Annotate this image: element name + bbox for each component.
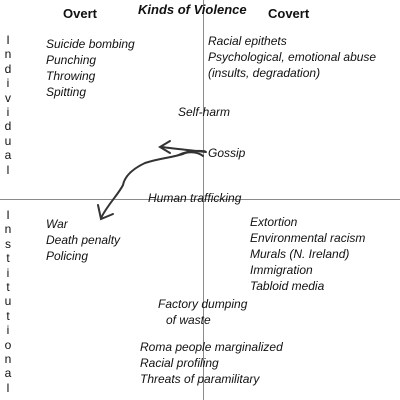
- diagram-title: Kinds of Violence: [138, 2, 247, 17]
- human-trafficking-label: Human trafficking: [148, 191, 242, 205]
- covert-individual-list: Racial epithets Psychological, emotional…: [208, 33, 376, 81]
- row-label-institutional: I n s t i t u t i o n a l: [4, 208, 12, 395]
- list-item: Factory dumping: [158, 297, 248, 311]
- list-item: Suicide bombing: [46, 37, 135, 51]
- self-harm-label: Self-harm: [178, 105, 231, 119]
- list-item: Roma people marginalized: [140, 340, 283, 354]
- gossip-label: Gossip: [208, 146, 246, 160]
- covert-institutional-list: Extortion Environmental racism Murals (N…: [250, 214, 365, 294]
- list-item: War: [46, 217, 68, 231]
- list-item: Murals (N. Ireland): [250, 247, 350, 261]
- list-item: Tabloid media: [250, 279, 325, 293]
- list-item: Racial epithets: [208, 34, 287, 48]
- list-item: Psychological, emotional abuse: [208, 50, 377, 64]
- list-item: Spitting: [46, 85, 87, 99]
- list-item: Punching: [46, 53, 97, 67]
- list-item: Racial profiling: [140, 356, 219, 370]
- factory-dumping-item: Factory dumping of waste: [158, 296, 247, 328]
- column-header-covert: Covert: [268, 6, 310, 21]
- column-header-overt: Overt: [63, 6, 97, 21]
- list-item: Throwing: [46, 69, 96, 83]
- list-item: Extortion: [250, 215, 298, 229]
- horizontal-axis: [0, 199, 400, 200]
- list-item: Death penalty: [46, 233, 121, 247]
- bottom-items-list: Roma people marginalized Racial profilin…: [140, 339, 283, 387]
- list-item: Immigration: [250, 263, 313, 277]
- list-item: Threats of paramilitary: [140, 372, 260, 386]
- row-label-individual: I n d i v i d u a l: [4, 33, 12, 177]
- vertical-axis: [203, 0, 204, 400]
- list-item: (insults, degradation): [208, 66, 321, 80]
- overt-individual-list: Suicide bombing Punching Throwing Spitti…: [46, 36, 135, 100]
- list-item: of waste: [166, 313, 211, 327]
- list-item: Environmental racism: [250, 231, 366, 245]
- list-item: Policing: [46, 249, 89, 263]
- overt-institutional-list: War Death penalty Policing: [46, 216, 120, 264]
